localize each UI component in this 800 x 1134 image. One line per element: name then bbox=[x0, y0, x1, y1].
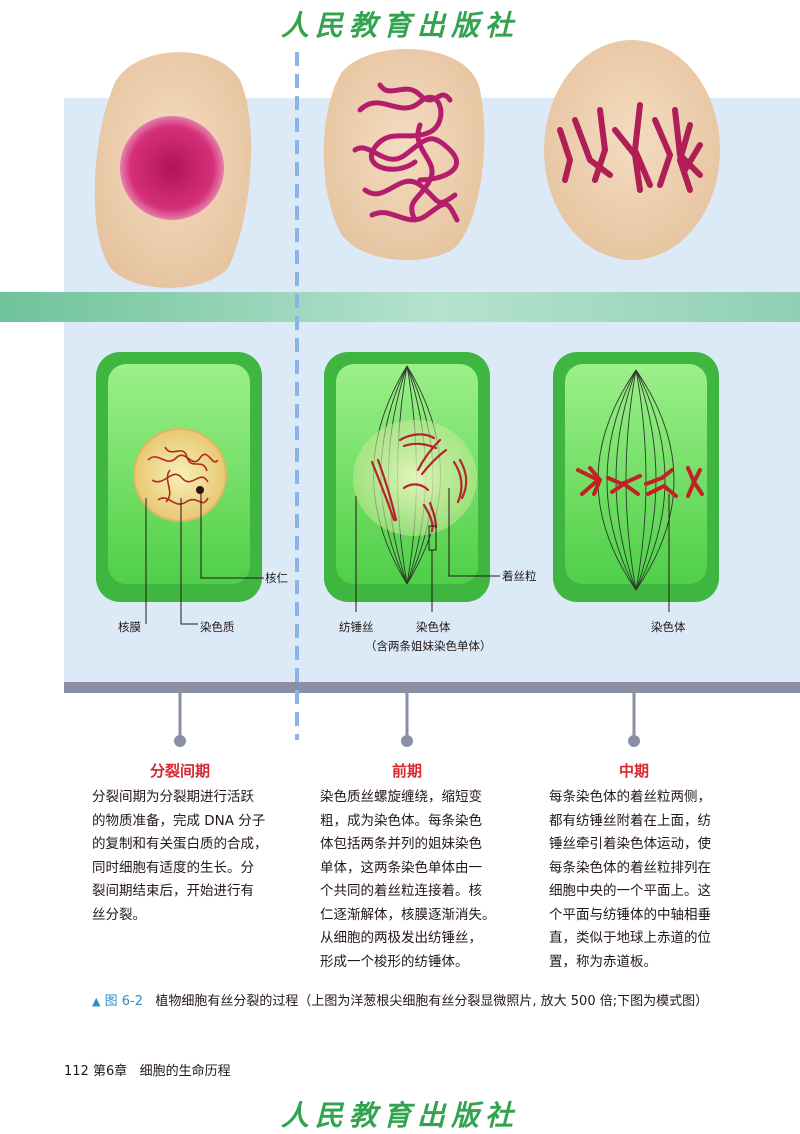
stage-title-metaphase: 中期 bbox=[618, 762, 649, 780]
label-nucleolus: 核仁 bbox=[265, 571, 288, 585]
footer-logo: 人民教育出版社 bbox=[280, 1099, 519, 1132]
figure-caption: ▲ 图 6-2 植物细胞有丝分裂的过程（上图为洋葱根尖细胞有丝分裂显微照片, 放… bbox=[92, 990, 708, 1009]
label-chromatin: 染色质 bbox=[200, 620, 235, 634]
micrograph-prophase bbox=[323, 49, 485, 261]
diagram-metaphase bbox=[553, 352, 719, 602]
header-logo: 人民教育出版社 bbox=[280, 9, 519, 42]
label-centromere: 着丝粒 bbox=[502, 569, 537, 583]
label-nuclear-membrane: 核膜 bbox=[118, 620, 141, 634]
label-chromosome-prophase: 染色体 bbox=[416, 620, 451, 634]
mitosis-figure: 核仁 核膜 染色质 纺锤丝 染色体 （含两条姐妹染色单体） 着丝粒 染色体 bbox=[0, 40, 800, 747]
fading-nucleus bbox=[353, 420, 477, 536]
label-chromosome-note: （含两条姐妹染色单体） bbox=[365, 639, 492, 653]
page-number: 112 bbox=[64, 1064, 89, 1079]
stage-text-metaphase: 每条染色体的着丝粒两侧， 都有纺锤丝附着在上面，纺 锤丝牵引着染色体运动，使 每… bbox=[549, 789, 711, 970]
figure-number: 图 6-2 bbox=[104, 994, 143, 1009]
metaphase-chromosomes bbox=[576, 466, 704, 498]
micrograph-interphase bbox=[94, 52, 252, 288]
micrograph-metaphase bbox=[544, 40, 720, 260]
page-footer: 112 第6章 细胞的生命历程 bbox=[64, 1060, 231, 1079]
label-spindle: 纺锤丝 bbox=[339, 620, 374, 634]
chapter-title: 细胞的生命历程 bbox=[139, 1064, 231, 1079]
nucleolus bbox=[196, 486, 204, 494]
timeline-bar bbox=[64, 682, 800, 693]
diagram-interphase bbox=[96, 352, 262, 602]
caption-marker: ▲ bbox=[92, 995, 101, 1008]
stage-title-interphase: 分裂间期 bbox=[149, 762, 210, 780]
nucleus bbox=[133, 428, 227, 522]
diagram-prophase bbox=[324, 352, 490, 602]
caption-text: 植物细胞有丝分裂的过程（上图为洋葱根尖细胞有丝分裂显微照片, 放大 500 倍;… bbox=[155, 994, 709, 1009]
separator-band bbox=[0, 292, 800, 322]
stage-text-prophase: 染色质丝螺旋缠绕，缩短变 粗，成为染色体。每条染色 体包括两条并列的姐妹染色 单… bbox=[320, 789, 496, 970]
stage-text-interphase: 分裂间期为分裂期进行活跃 的物质准备，完成 DNA 分子 的复制和有关蛋白质的合… bbox=[92, 789, 268, 923]
chapter-number: 第6章 bbox=[92, 1064, 128, 1079]
chromosomes bbox=[370, 433, 468, 533]
leader-lines bbox=[145, 488, 670, 625]
stage-title-prophase: 前期 bbox=[391, 762, 422, 780]
label-chromosome-metaphase: 染色体 bbox=[651, 620, 686, 634]
chromatin-threads bbox=[147, 446, 219, 505]
timeline-connectors bbox=[174, 693, 640, 747]
